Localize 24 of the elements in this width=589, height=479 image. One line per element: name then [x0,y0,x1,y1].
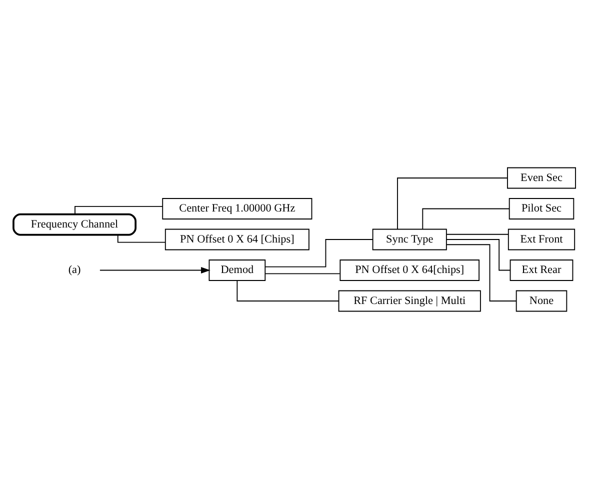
connector [264,239,374,268]
connector [264,273,340,274]
node-box: PN Offset 0 X 64 [Chips] [164,228,310,250]
connector [446,239,511,271]
node-box: Ext Rear [510,260,574,281]
connector [446,244,517,302]
connector [422,208,510,230]
arrow [99,267,210,274]
node-box: Ext Front [508,228,576,250]
node-box: Demod [208,260,266,281]
node-box: Sync Type [372,228,447,250]
node-box: Pilot Sec [508,198,574,220]
node-box: Center Freq 1.00000 GHz [162,198,312,220]
node-box: RF Carrier Single | Multi [338,290,481,312]
connector [74,206,163,215]
node-box: PN Offset 0 X 64[chips] [340,260,480,281]
connector [117,234,166,243]
node-box: Frequency Channel [12,213,136,236]
connector [236,280,340,302]
connector [446,234,509,235]
node-box: None [516,290,568,312]
node-box: Even Sec [507,167,576,189]
connector [397,178,508,230]
node-text: (a) [68,264,81,276]
